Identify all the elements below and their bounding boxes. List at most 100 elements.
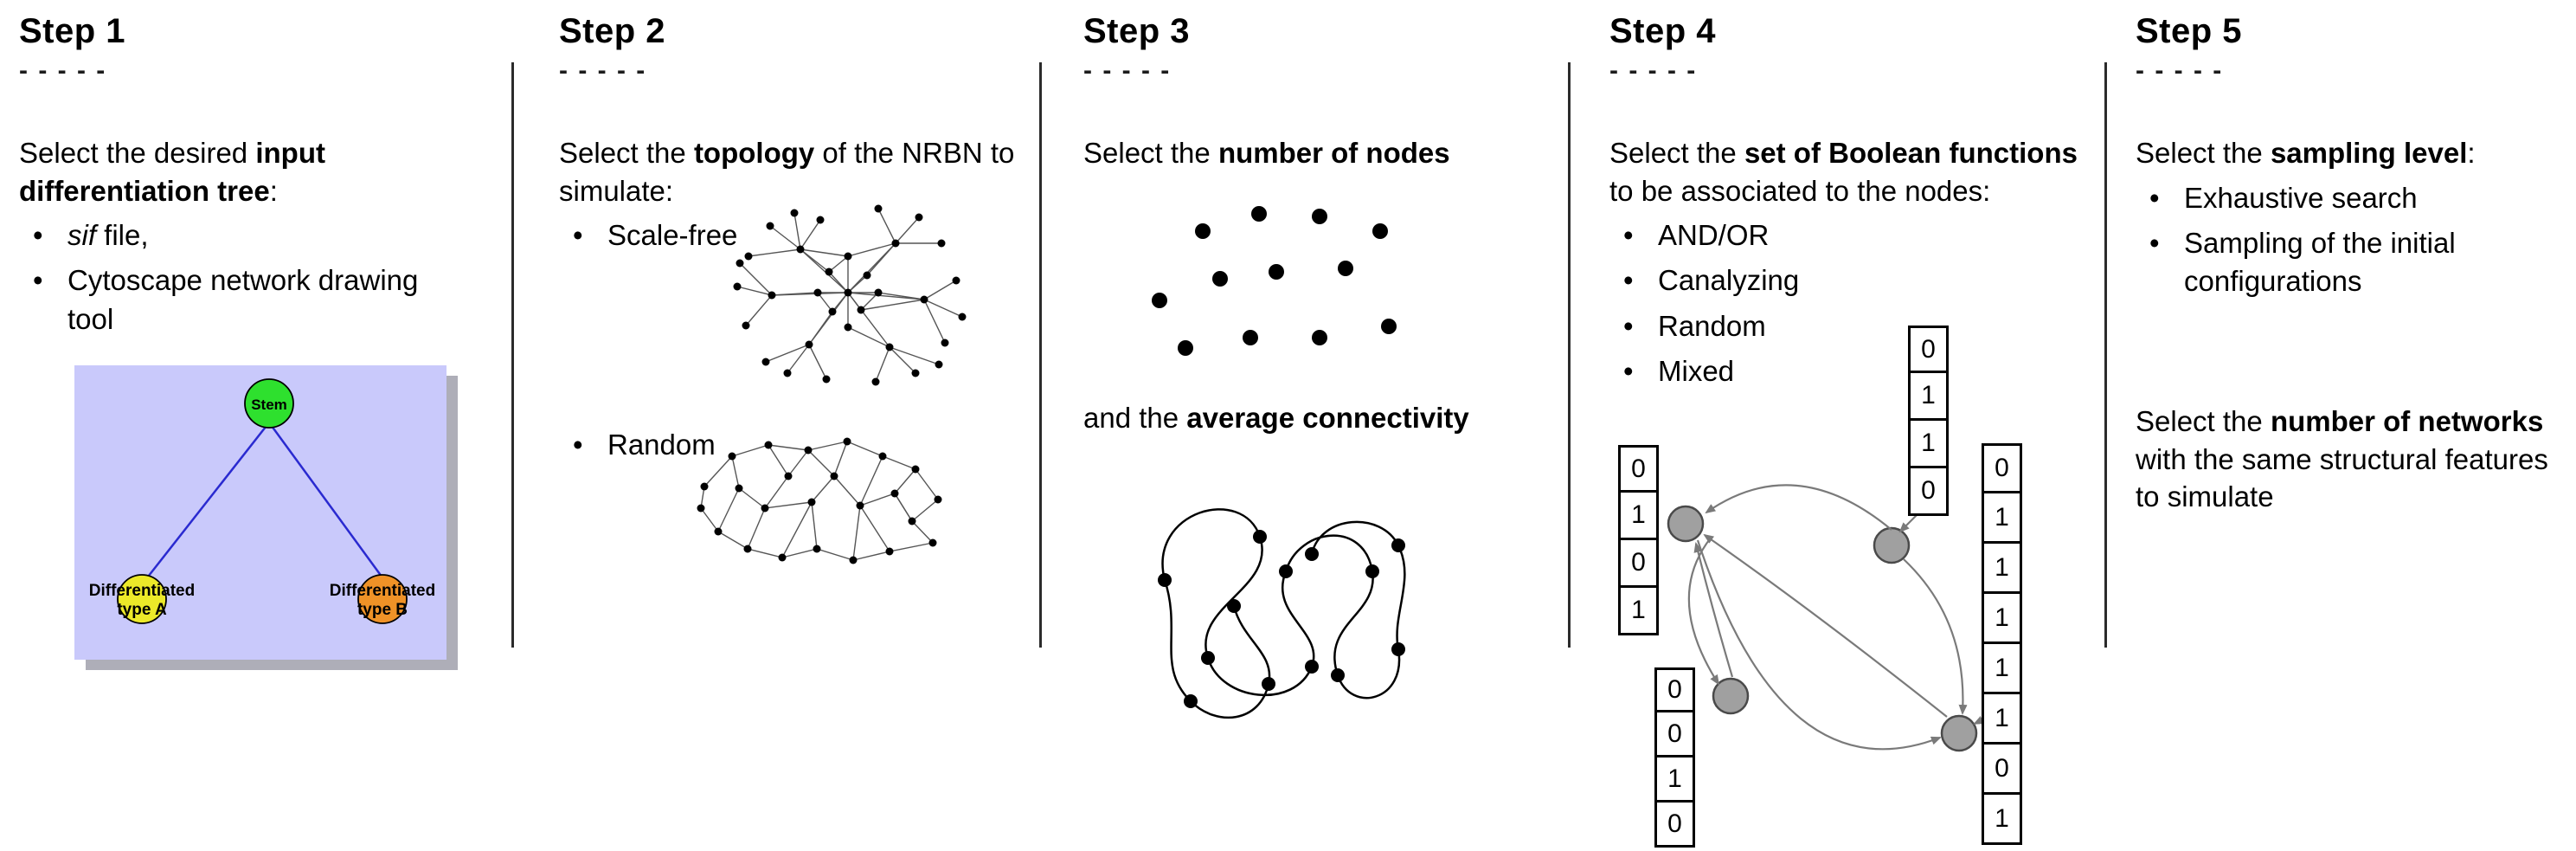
text-run-bold: average connectivity xyxy=(1186,401,1469,434)
truth-table-column-lower-left: 0 0 1 0 xyxy=(1654,667,1695,848)
dashed-separator: - - - - - xyxy=(19,56,107,85)
differentiated-type-a-node xyxy=(117,574,167,624)
bullet-sampling-initial: Sampling of the initial configurations xyxy=(2136,224,2573,300)
text-run: of the NRBN to simulate: xyxy=(559,137,1015,207)
bit-cell: 1 xyxy=(1908,373,1949,421)
step-4-instruction: Select the set of Boolean functions to b… xyxy=(1609,134,2099,210)
bit-cell: 0 xyxy=(1982,443,2022,493)
dashed-separator: - - - - - xyxy=(1083,56,1172,85)
bit-cell: 1 xyxy=(1982,795,2022,845)
bit-cell: 0 xyxy=(1618,540,1659,588)
stem-node-label: Stem xyxy=(251,396,287,413)
step-3-instruction: Select the number of nodes xyxy=(1083,134,1561,172)
truth-table-column-top: 0 1 1 0 xyxy=(1908,326,1949,516)
differentiation-tree-svg: Stem Differentiated type A Differentiate… xyxy=(74,365,458,670)
bullet-random: Random xyxy=(559,426,1033,464)
bit-cell: 0 xyxy=(1982,745,2022,795)
edge-a-to-c xyxy=(1687,536,1720,686)
step-3-title: Step 3 xyxy=(1083,12,1191,50)
bit-cell: 1 xyxy=(1618,588,1659,635)
type-b-label-line1: Differentiated xyxy=(330,582,435,600)
step-2-instruction: Select the topology of the NRBN to simul… xyxy=(559,134,1033,210)
text-run: with the same structural features to sim… xyxy=(2136,442,2548,513)
boolean-network-svg xyxy=(1667,484,1991,752)
bit-cell: 1 xyxy=(1982,493,2022,544)
step-5-title: Step 5 xyxy=(2136,12,2243,50)
boolean-function-options-list: AND/OR Canalyzing Random Mixed xyxy=(1609,216,2099,390)
bit-cell: 1 xyxy=(1982,694,2022,745)
text-run-bold: number of nodes xyxy=(1217,137,1450,169)
dashed-separator: - - - - - xyxy=(2136,56,2224,85)
text-run-bold: sampling level xyxy=(2270,137,2468,169)
boolean-network-figure xyxy=(1609,312,2077,851)
bit-cell: 1 xyxy=(1654,758,1695,803)
text-run: Random xyxy=(607,429,716,461)
bit-cell: 0 xyxy=(1908,326,1949,373)
stem-node xyxy=(244,378,294,429)
network-node-d xyxy=(1940,714,1978,752)
step-1-title: Step 1 xyxy=(19,12,126,50)
bit-cell: 1 xyxy=(1982,594,2022,644)
column-divider xyxy=(1568,62,1571,648)
sampling-options-list: Exhaustive search Sampling of the initia… xyxy=(2136,179,2573,301)
edge-b-to-d xyxy=(1903,558,1968,715)
topology-options-list: Scale-free Random xyxy=(559,216,1033,465)
step-3-panel: Step 3 - - - - - Select the number of no… xyxy=(1083,12,1561,719)
bullet-cytoscape: Cytoscape network drawing tool xyxy=(19,261,508,338)
text-run-bold: input differentiation tree xyxy=(19,137,325,207)
bit-cell: 1 xyxy=(1618,493,1659,540)
edge-c-to-a xyxy=(1693,542,1734,678)
text-run: Select the xyxy=(559,137,694,169)
differentiated-type-b-node xyxy=(357,574,408,624)
step-4-panel: Step 4 - - - - - Select the set of Boole… xyxy=(1609,12,2099,848)
node-cloud-svg xyxy=(1152,206,1397,356)
type-b-label-line2: type B xyxy=(357,601,408,619)
dashed-separator: - - - - - xyxy=(1609,56,1698,85)
node-cloud-figure xyxy=(1134,192,1419,400)
step-4-title: Step 4 xyxy=(1609,12,1717,50)
edge-a-to-d xyxy=(1696,539,1942,751)
edge-b-to-a xyxy=(1705,484,1892,531)
tree-edge-b xyxy=(267,422,386,581)
step-2-panel: Step 2 - - - - - Select the topology of … xyxy=(559,12,1033,564)
text-run: Sampling of the initial configurations xyxy=(2184,226,2456,297)
text-run: : xyxy=(2467,137,2476,169)
text-run: file, xyxy=(96,219,149,252)
connectivity-scribble-figure xyxy=(1139,476,1433,745)
scale-free-network-figure xyxy=(718,196,978,395)
bullet-mixed: Mixed xyxy=(1609,352,2099,390)
step-1-instruction: Select the desired input differentiation… xyxy=(19,134,508,210)
random-network-svg xyxy=(697,437,942,564)
bit-cell: 1 xyxy=(1982,544,2022,594)
column-divider xyxy=(1039,62,1042,648)
text-run: Select the xyxy=(2136,137,2271,169)
network-node-b xyxy=(1873,526,1911,564)
connectivity-scribble-svg xyxy=(1158,508,1406,719)
step-2-title: Step 2 xyxy=(559,12,666,50)
network-node-a xyxy=(1667,505,1705,543)
truth-table-column-left: 0 1 0 1 xyxy=(1618,445,1659,635)
text-run: Select the xyxy=(1609,137,1744,169)
tree-edge-a xyxy=(145,422,270,581)
text-run: to be associated to the nodes: xyxy=(1609,174,1991,207)
type-a-label-line1: Differentiated xyxy=(89,582,195,600)
text-run: Scale-free xyxy=(607,219,738,252)
edge-d-to-a xyxy=(1703,533,1948,718)
bit-cell: 0 xyxy=(1654,712,1695,758)
text-run-bold: topology xyxy=(693,137,815,169)
bullet-exhaustive-search: Exhaustive search xyxy=(2136,179,2573,217)
text-run-italic: sif xyxy=(67,219,96,252)
step-3-connectivity-text: and the average connectivity xyxy=(1083,399,1561,437)
text-run: Random xyxy=(1658,309,1766,342)
column-divider xyxy=(2104,62,2107,648)
text-run: Exhaustive search xyxy=(2184,181,2418,214)
bit-cell: 0 xyxy=(1654,803,1695,848)
text-run-bold: set of Boolean functions xyxy=(1744,137,2078,169)
bullet-scale-free: Scale-free xyxy=(559,216,1033,255)
dashed-separator: - - - - - xyxy=(559,56,647,85)
random-network-figure xyxy=(689,426,957,590)
step-5-networks-text: Select the number of networks with the s… xyxy=(2136,403,2573,516)
text-run: Select the desired xyxy=(19,137,256,169)
differentiation-tree-figure: Stem Differentiated type A Differentiate… xyxy=(74,365,466,679)
